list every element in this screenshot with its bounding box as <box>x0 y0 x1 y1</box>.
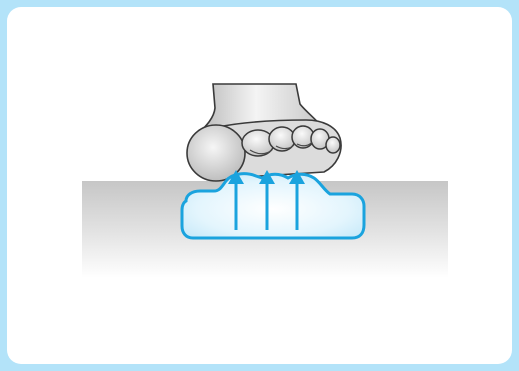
toe-5 <box>326 137 340 153</box>
